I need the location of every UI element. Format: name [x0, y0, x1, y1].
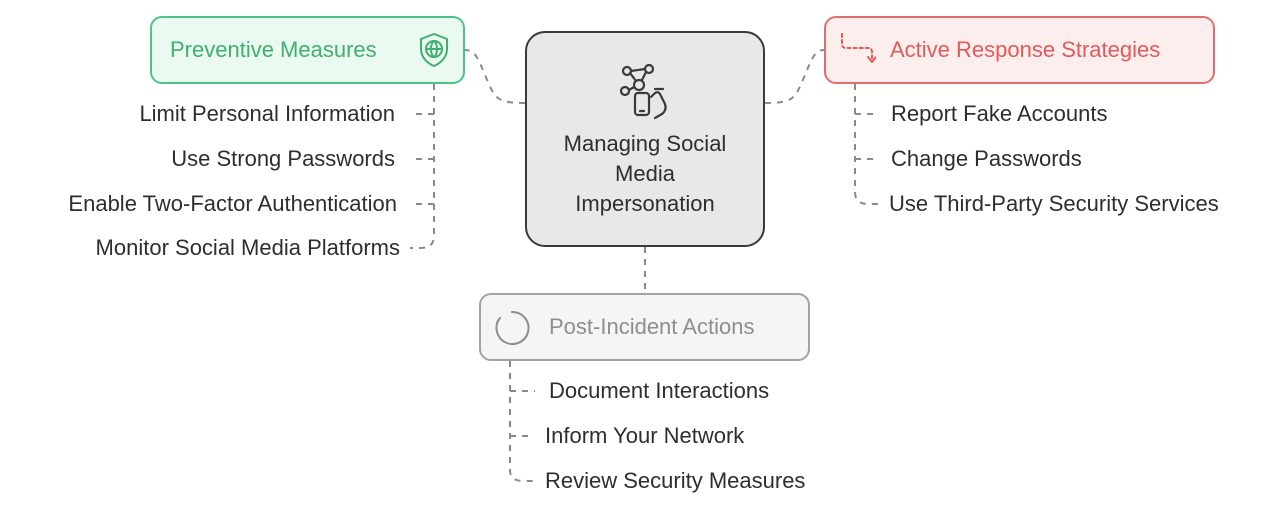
- connector-post-trunk: [509, 361, 535, 482]
- preventive-node: Preventive Measures: [150, 16, 465, 84]
- redirect-arrow-icon: [841, 33, 876, 63]
- active-item-1: Report Fake Accounts: [891, 101, 1108, 126]
- post-item-2: Inform Your Network: [545, 423, 745, 448]
- preventive-item-4: Monitor Social Media Platforms: [95, 235, 400, 260]
- preventive-item-1: Limit Personal Information: [139, 101, 395, 126]
- active-item-3: Use Third-Party Security Services: [889, 191, 1219, 216]
- preventive-title: Preventive Measures: [170, 37, 377, 62]
- network-hand-icon: [619, 63, 667, 120]
- connector-preventive-trunk: [410, 84, 435, 249]
- center-node: Managing Social Media Impersonation: [525, 31, 765, 247]
- active-item-2: Change Passwords: [891, 146, 1082, 171]
- connector-active-trunk: [854, 84, 880, 205]
- connector-center-active: [764, 49, 825, 104]
- center-title: Managing Social Media Impersonation: [563, 131, 727, 216]
- post-item-1: Document Interactions: [549, 378, 770, 403]
- active-title: Active Response Strategies: [890, 37, 1161, 62]
- preventive-item-3: Enable Two-Factor Authentication: [68, 191, 397, 216]
- dashed-circle-icon: [495, 310, 530, 345]
- post-node: Post-Incident Actions: [479, 293, 810, 361]
- post-title: Post-Incident Actions: [549, 314, 755, 339]
- preventive-item-2: Use Strong Passwords: [171, 146, 395, 171]
- globe-shield-icon: [420, 33, 448, 67]
- connector-center-preventive: [464, 49, 526, 104]
- active-node: Active Response Strategies: [824, 16, 1215, 84]
- post-item-3: Review Security Measures: [545, 468, 806, 493]
